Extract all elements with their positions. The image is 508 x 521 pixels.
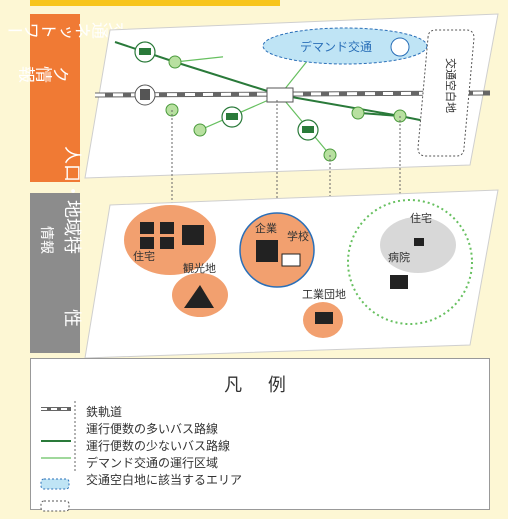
legend-item-frequent: 運行便数の多いバス路線 xyxy=(86,422,219,436)
company-label: 企業 xyxy=(255,221,277,235)
school-icon xyxy=(281,253,301,267)
legend-demand-swatch xyxy=(40,478,70,490)
diagram-svg: 交通ネットワー ク情報 デマンド交通 交通空白地 xyxy=(7,13,499,359)
legend-blank-swatch xyxy=(40,500,70,512)
svg-text:人口・地域特: 人口・地域特 xyxy=(61,146,82,254)
transport-label-box xyxy=(30,14,80,182)
residential-label-2: 住宅 xyxy=(410,211,432,225)
svg-text:交通ネットワー: 交通ネットワー xyxy=(7,18,126,39)
svg-text:性: 性 xyxy=(61,309,82,327)
legend-swatches xyxy=(40,401,76,512)
legend-item-rail: 鉄軌道 xyxy=(86,405,123,419)
mountain-icon xyxy=(184,285,214,308)
svg-text:情報: 情報 xyxy=(38,226,54,254)
legend-title: 凡 例 xyxy=(224,375,296,396)
svg-text:ク情報: ク情報 xyxy=(18,62,70,83)
hub-node xyxy=(266,87,294,103)
industrial-label: 工業団地 xyxy=(302,288,346,301)
legend-item-blank: 交通空白地に該当するエリア xyxy=(86,473,243,487)
bus-stops xyxy=(165,55,407,162)
tourism-label: 観光地 xyxy=(183,261,216,275)
demand-area xyxy=(262,27,428,65)
blank-area-box xyxy=(417,29,475,157)
regional-label-text: 人口・地域特 性 情報 xyxy=(38,146,82,327)
school-label: 学校 xyxy=(287,229,309,243)
transport-label-text: 交通ネットワー ク情報 xyxy=(7,18,126,83)
car-icon xyxy=(390,37,410,57)
legend-item-infrequent: 運行便数の少ないバス路線 xyxy=(86,439,231,453)
building-icons xyxy=(140,222,424,324)
legend: 凡 例 鉄軌道 運行便数の多いバス路線 運行便数の少ないバス路線 デマンド交通の… xyxy=(30,358,490,512)
residential-label-1: 住宅 xyxy=(133,249,155,263)
demand-label: デマンド交通 xyxy=(300,39,372,54)
blank-area-label: 交通空白地 xyxy=(444,58,458,113)
hospital-label: 病院 xyxy=(388,250,410,264)
regional-label-box xyxy=(30,193,80,353)
legend-item-demand: デマンド交通の運行区域 xyxy=(86,456,219,470)
demand-region-circle xyxy=(347,199,473,325)
header-accent-bar xyxy=(30,0,280,6)
